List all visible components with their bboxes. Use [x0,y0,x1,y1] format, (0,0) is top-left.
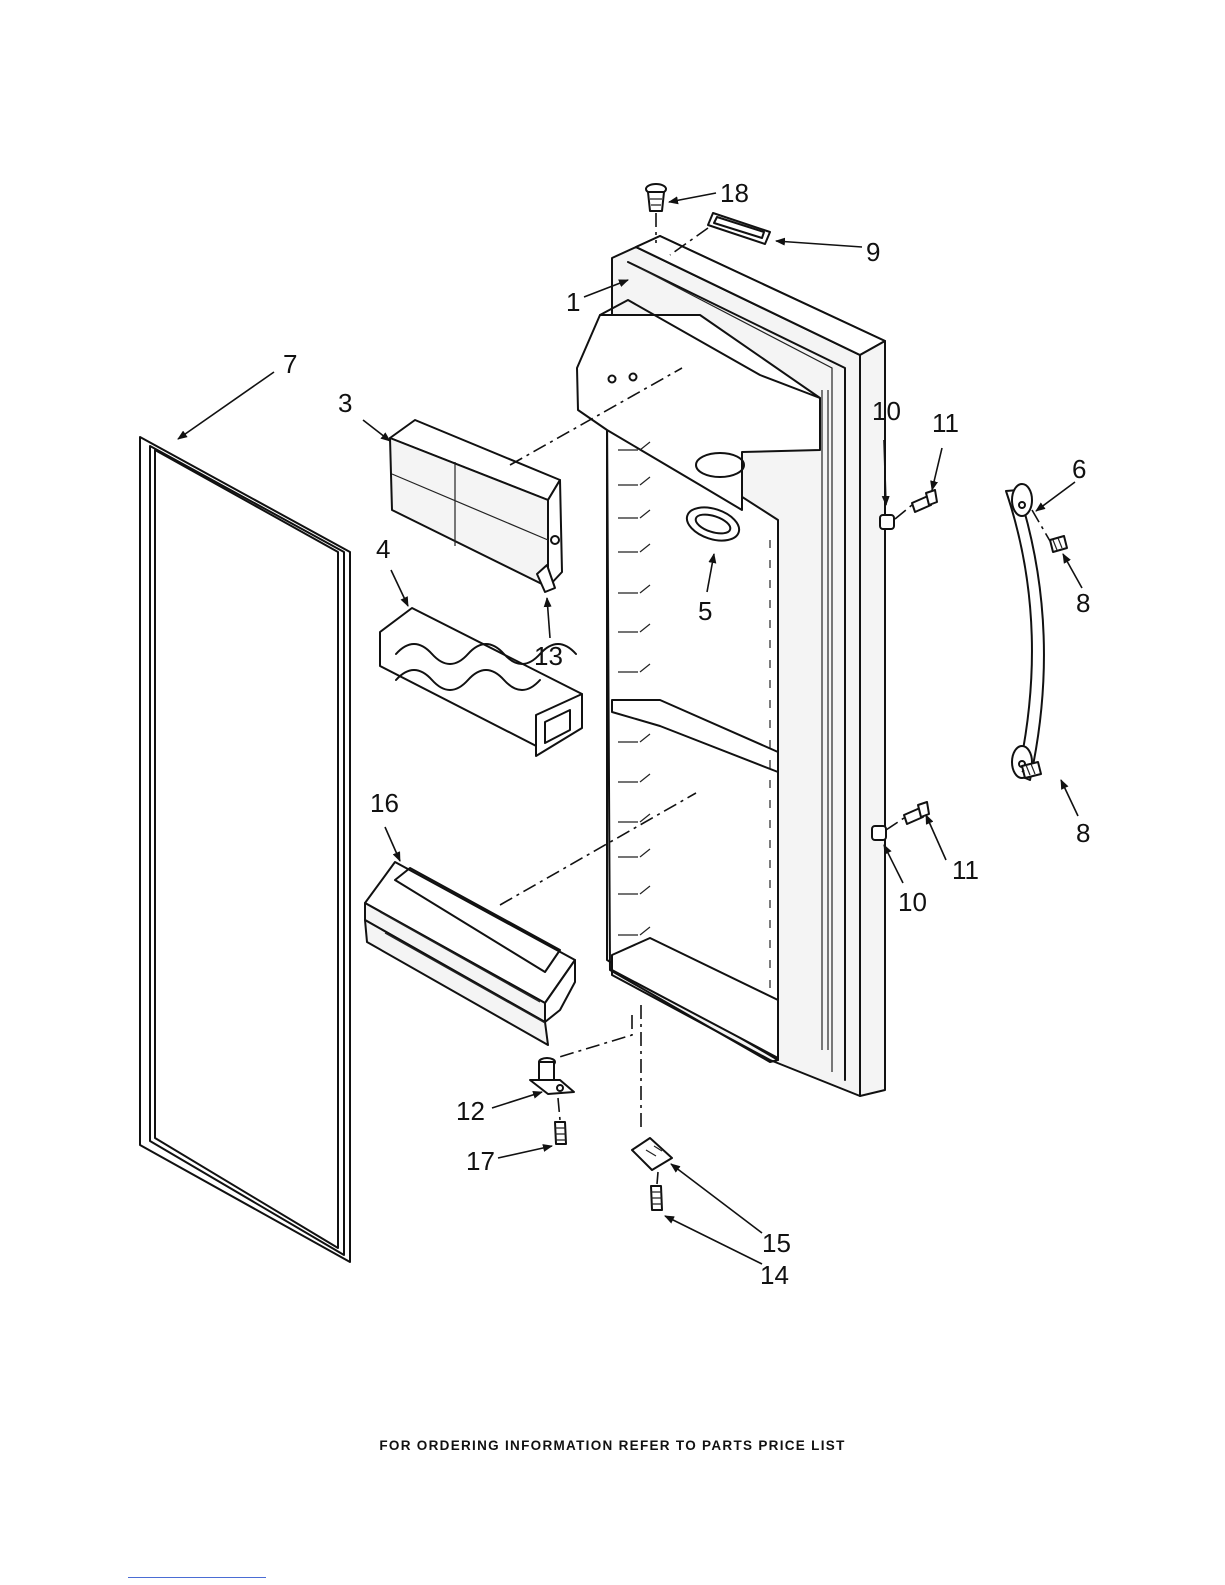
door-bin-part [365,862,575,1045]
callout-18: 18 [720,178,749,208]
callout-5: 5 [698,596,712,626]
handle-screw-lower-part [1022,762,1041,778]
ordering-information-note: FOR ORDERING INFORMATION REFER TO PARTS … [0,1438,1225,1453]
callout-13: 13 [534,641,563,671]
callout-14: 14 [760,1260,789,1290]
door-assembly-part [577,236,885,1096]
callout-16: 16 [370,788,399,818]
callout-6: 6 [1072,454,1086,484]
callout-7: 7 [283,349,297,379]
callout-8-upper: 8 [1076,588,1090,618]
callout-15: 15 [762,1228,791,1258]
bracket-screw-part [651,1186,662,1210]
callout-11-lower: 11 [952,855,979,885]
callout-8-lower: 8 [1076,818,1090,848]
callout-4: 4 [376,534,390,564]
nameplate-part [708,213,770,244]
callout-17: 17 [466,1146,495,1176]
spacer-upper-part [880,515,894,529]
egg-tray-part [380,608,582,756]
hinge-screw-part [555,1122,566,1144]
hinge-part [530,1058,574,1094]
top-plug-part [646,184,666,211]
callout-10-lower: 10 [898,887,927,917]
callout-3: 3 [338,388,352,418]
shoulder-screw-lower-part [904,802,929,824]
callout-10-upper: 10 [872,396,901,426]
page-bottom-rule [128,1577,266,1578]
callout-1: 1 [566,287,580,317]
door-gasket-part [140,437,350,1262]
handle-screw-upper-part [1050,536,1067,552]
shoulder-screw-upper-part [912,490,937,512]
dairy-door-part [390,420,562,592]
callout-11-upper: 11 [932,408,959,438]
callout-9: 9 [866,237,880,267]
callout-12: 12 [456,1096,485,1126]
bracket-part [632,1138,672,1170]
door-handle-part [1006,484,1044,780]
spacer-lower-part [872,826,886,840]
